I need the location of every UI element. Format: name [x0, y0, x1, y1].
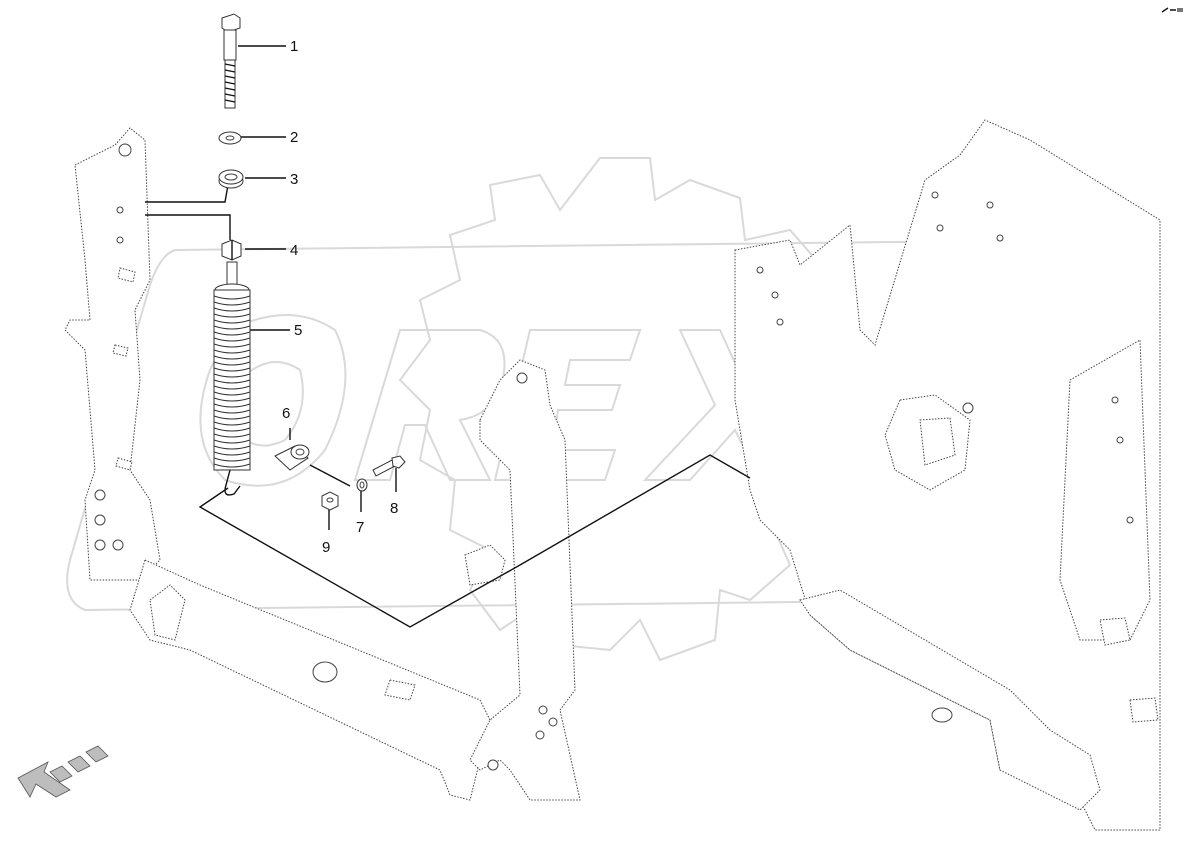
- callout-1: 1: [290, 38, 298, 55]
- spring-coil: [213, 373, 251, 378]
- right-frame: [734, 119, 1161, 831]
- spacer-ring-3: [218, 169, 244, 189]
- spring-coil: [213, 367, 251, 372]
- orientation-arrow-icon: [17, 745, 109, 798]
- bushing-6: [274, 444, 310, 471]
- spring-coil: [213, 379, 251, 384]
- spring-coil: [213, 313, 251, 318]
- spring-coil: [213, 463, 251, 468]
- spring-coil: [213, 421, 251, 426]
- spring-coil: [213, 385, 251, 390]
- nut-4: [221, 239, 242, 261]
- spring-coil: [213, 319, 251, 324]
- nut-9: [321, 491, 339, 511]
- spring-coil: [213, 301, 251, 306]
- callout-2: 2: [290, 129, 298, 146]
- spring-coil: [213, 337, 251, 342]
- callout-labels: 1 2 3 4 5 6 7 8 9: [282, 38, 398, 556]
- bolt-1: [221, 13, 241, 109]
- left-frame: [64, 127, 501, 801]
- spring-coil: [213, 451, 251, 456]
- leader-lines: [145, 45, 751, 628]
- callout-4: 4: [290, 242, 298, 259]
- callout-5: 5: [294, 322, 302, 339]
- spring-coil: [213, 439, 251, 444]
- spring-coil: [213, 325, 251, 330]
- center-post: [464, 359, 581, 801]
- callout-9: 9: [322, 539, 330, 556]
- spring-coil: [213, 355, 251, 360]
- spring-coil: [213, 361, 251, 366]
- callout-3: 3: [290, 171, 298, 188]
- spring-coil: [213, 433, 251, 438]
- bolt-8: [372, 455, 406, 477]
- spring-coil: [213, 349, 251, 354]
- spring-coil: [213, 391, 251, 396]
- spring-coil: [213, 307, 251, 312]
- spring-coil: [213, 397, 251, 402]
- callout-6: 6: [282, 405, 290, 422]
- spring-coil: [213, 331, 251, 336]
- corner-mark-icon: [1161, 7, 1183, 13]
- spring-coil: [213, 415, 251, 420]
- callout-8: 8: [390, 500, 398, 517]
- spring-coil: [213, 403, 251, 408]
- spring-coil: [213, 343, 251, 348]
- washer-7: [356, 478, 368, 492]
- spring-coil: [213, 445, 251, 450]
- callout-7: 7: [356, 519, 364, 536]
- spring-coil: [213, 427, 251, 432]
- spring-5: [213, 261, 251, 496]
- spring-coil: [213, 409, 251, 414]
- spring-coil: [213, 457, 251, 462]
- washer-2: [218, 131, 242, 145]
- spring-coil: [213, 295, 251, 300]
